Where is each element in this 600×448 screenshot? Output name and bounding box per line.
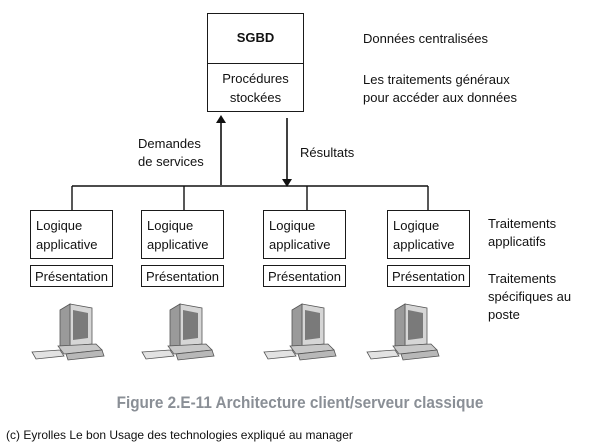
client-presentation-label: Présentation	[146, 269, 219, 284]
results-label: Résultats	[300, 145, 355, 160]
client-1-logic-box: Logique applicative	[30, 210, 113, 259]
client-presentation-label: Présentation	[35, 269, 108, 284]
requests-label: Demandes de services	[138, 136, 204, 169]
client-logic-label: Logique applicative	[36, 218, 98, 252]
client-logic-label: Logique applicative	[393, 218, 455, 252]
stored-procedures-box: Procédures stockées	[207, 63, 304, 112]
client-2-presentation-box: Présentation	[141, 265, 224, 287]
centralized-data-note: Données centralisées	[363, 31, 489, 46]
copyright-notice: (c) Eyrolles Le bon Usage des technologi…	[6, 428, 353, 442]
computer-workstation-icon	[366, 303, 440, 361]
stored-procedures-label: Procédures stockées	[222, 71, 289, 105]
sgbd-box: SGBD	[207, 13, 304, 64]
figure-caption: Figure 2.E-11 Architecture client/serveu…	[116, 393, 484, 412]
client-3-logic-box: Logique applicative	[263, 210, 346, 259]
client-2-logic-box: Logique applicative	[141, 210, 224, 259]
client-4-presentation-box: Présentation	[387, 265, 470, 287]
computer-workstation-icon	[263, 303, 337, 361]
client-logic-label: Logique applicative	[269, 218, 331, 252]
computer-workstation-icon	[141, 303, 215, 361]
applicative-processing-note: Traitements applicatifs	[488, 216, 557, 249]
specific-processing-note: Traitements spécifiques au poste	[488, 271, 572, 322]
computer-workstation-icon	[31, 303, 105, 361]
client-4-logic-box: Logique applicative	[387, 210, 470, 259]
client-1-presentation-box: Présentation	[30, 265, 113, 287]
client-presentation-label: Présentation	[268, 269, 341, 284]
client-presentation-label: Présentation	[392, 269, 465, 284]
client-3-presentation-box: Présentation	[263, 265, 346, 287]
sgbd-label: SGBD	[236, 30, 275, 45]
general-processing-note: Les traitements généraux pour accéder au…	[363, 72, 517, 105]
client-logic-label: Logique applicative	[147, 218, 209, 252]
